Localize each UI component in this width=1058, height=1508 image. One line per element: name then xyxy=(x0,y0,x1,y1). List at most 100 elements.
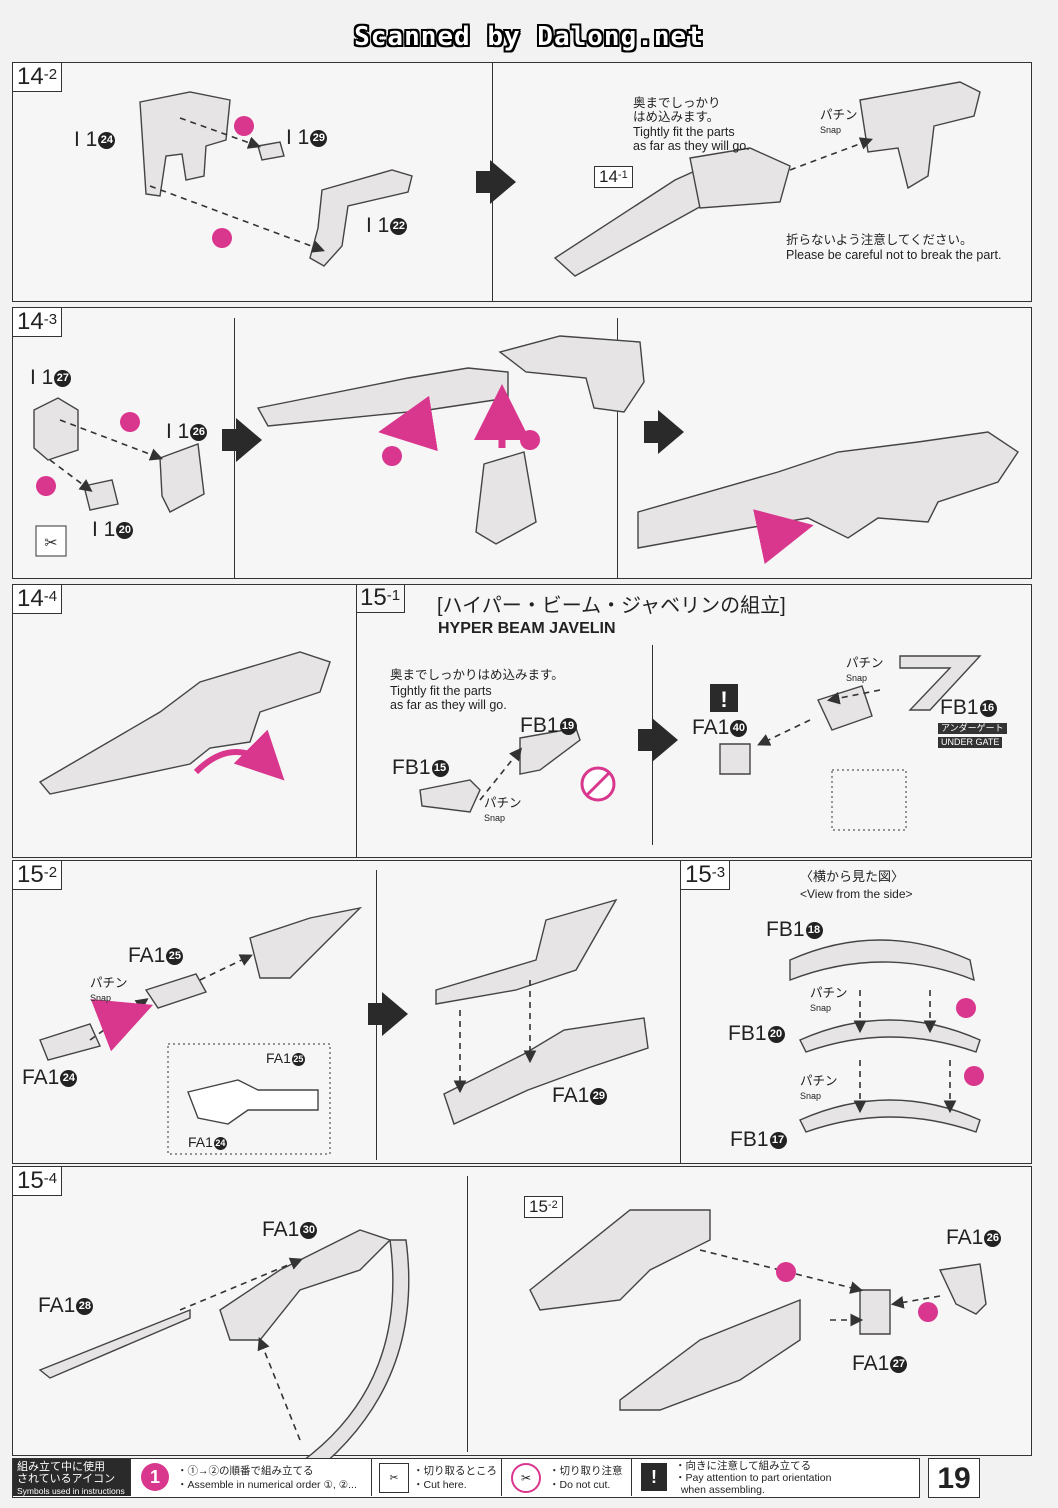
snap-jp: パチン xyxy=(90,976,128,990)
rifle-barrel xyxy=(256,367,509,427)
part-number-icon: 24 xyxy=(213,1136,227,1150)
part-number-icon: 18 xyxy=(805,921,823,939)
part-number-icon: 30 xyxy=(300,1221,318,1239)
step-num: 14 xyxy=(17,63,44,90)
cut-icon: ✂ xyxy=(379,1463,409,1493)
step-marker-1 xyxy=(234,116,254,136)
part-id: FA1 xyxy=(128,944,166,967)
part-number-icon: 15 xyxy=(431,759,449,777)
step-sub: -2 xyxy=(43,864,58,881)
snap-en: Snap xyxy=(810,1003,832,1013)
part-number-icon: 22 xyxy=(390,217,408,235)
part-number-icon: 24 xyxy=(98,131,116,149)
part-id: I 1 xyxy=(286,126,310,149)
rifle-assembled xyxy=(637,431,1019,549)
part-id: FB1 xyxy=(730,1128,769,1151)
legend-title-en: Symbols used in instructions xyxy=(17,1486,125,1496)
view-note-en: <View from the side> xyxy=(800,887,913,901)
svg-text:!: ! xyxy=(720,687,727,712)
nocut-jp: ・切り取り注意 xyxy=(549,1465,623,1477)
snap-jp: パチン xyxy=(820,108,858,122)
part-fb1-15 xyxy=(419,779,481,813)
part-arc xyxy=(288,1239,410,1483)
part-ribs xyxy=(475,451,537,545)
rifle-body xyxy=(498,335,645,413)
step-number: 15-4 xyxy=(12,1166,63,1196)
part-id: I 1 xyxy=(366,214,390,237)
rifle-assembled xyxy=(38,651,331,795)
snap-jp: パチン xyxy=(800,1074,838,1088)
flow-arrow xyxy=(638,718,678,762)
step-num: 15 xyxy=(17,1167,44,1194)
part-fa1-24 xyxy=(39,1023,101,1061)
step-title-en: HYPER BEAM JAVELIN xyxy=(438,620,616,637)
part-number-icon: 17 xyxy=(769,1131,787,1149)
careful-note-jp: 折らないよう注意してください。 xyxy=(786,233,973,247)
step-num: 15 xyxy=(17,861,44,888)
order-en: ・Assemble in numerical order ①, ②... xyxy=(177,1479,357,1491)
ref-sub: -1 xyxy=(617,169,628,181)
panel-divider xyxy=(617,318,618,579)
orient-en: ・Pay attention to part orientation when … xyxy=(675,1472,832,1496)
part-number-icon: 20 xyxy=(116,521,134,539)
part-id: FB1 xyxy=(728,1022,767,1045)
part-id: FA1 xyxy=(852,1352,890,1375)
fit-note-jp: 奥までしっかりはめ込みます。 xyxy=(390,668,564,682)
part-grip xyxy=(139,91,231,197)
order-icon: 1 xyxy=(141,1463,169,1491)
step-number: 14-3 xyxy=(12,307,63,337)
step-num: 15 xyxy=(685,861,712,888)
rotate-arrow xyxy=(193,729,285,781)
snap-en: Snap xyxy=(90,993,112,1003)
part-number-icon: 24 xyxy=(60,1069,78,1087)
step-number: 15-2 xyxy=(12,860,63,890)
icon-legend: 組み立て中に使用 されているアイコン Symbols used in instr… xyxy=(12,1458,920,1498)
scan-watermark: Scanned by Dalong.net xyxy=(354,22,704,52)
fit-note-en: Tightly fit the parts as far as they wil… xyxy=(390,684,507,712)
under-gate-jp: アンダーゲート xyxy=(938,723,1007,734)
careful-note-en: Please be careful not to break the part. xyxy=(786,248,1002,262)
part-ribs xyxy=(159,443,205,513)
part-fa1-30 xyxy=(219,1229,392,1341)
step-marker-2 xyxy=(120,412,140,432)
step-marker-1 xyxy=(918,1302,938,1322)
ref-num: 15 xyxy=(529,1197,548,1216)
part-number-icon: 40 xyxy=(730,719,748,737)
part-fb1-20 xyxy=(799,1019,981,1053)
part-body xyxy=(33,397,79,461)
part-fa1-29 xyxy=(443,1017,649,1125)
flow-arrow xyxy=(476,160,516,204)
part-fa1-26 xyxy=(938,1263,987,1315)
fit-note-jp: 奥までしっかり はめ込みます。 xyxy=(633,96,721,124)
fit-note-en: Tightly fit the parts as far as they wil… xyxy=(633,125,750,153)
ref-step: 15-2 xyxy=(524,1196,563,1218)
part-id: I 1 xyxy=(30,366,54,389)
flow-arrow xyxy=(368,992,408,1036)
step-number: 14-4 xyxy=(12,584,63,614)
part-small xyxy=(83,479,119,511)
ref-step: 14-1 xyxy=(594,166,633,188)
part-id: FA1 xyxy=(188,1134,213,1150)
part-fb1-18 xyxy=(789,939,975,982)
part-fa1-40 xyxy=(719,743,751,775)
rifle-body xyxy=(689,147,791,209)
step-sub: -1 xyxy=(386,587,401,604)
snap-en: Snap xyxy=(846,673,868,683)
part-fa1-25 xyxy=(144,973,208,1009)
